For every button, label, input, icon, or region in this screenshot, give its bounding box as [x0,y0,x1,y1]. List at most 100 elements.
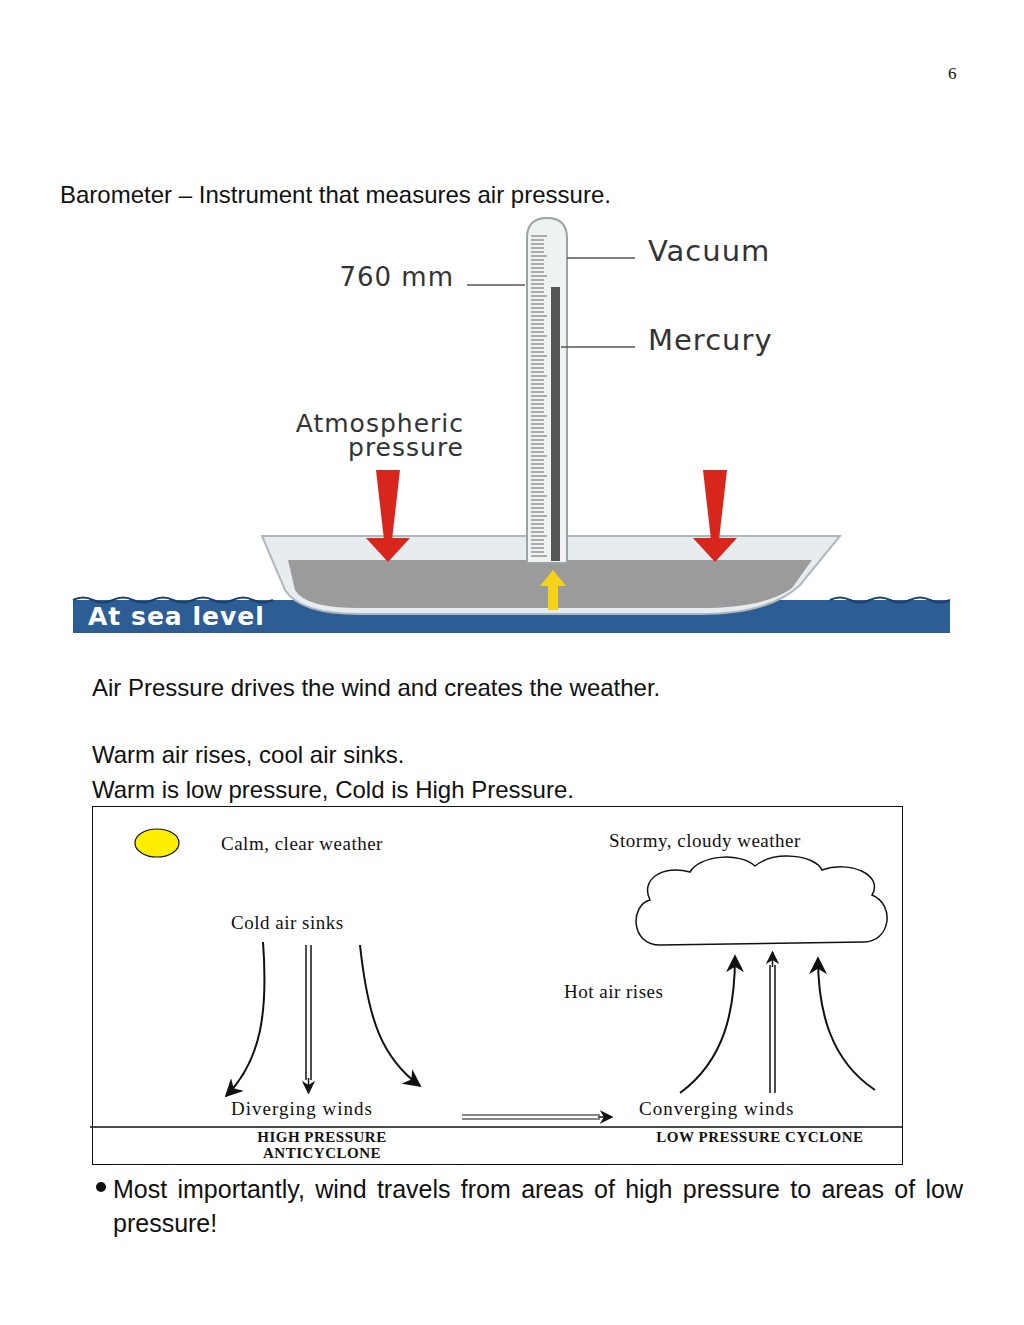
scale-tick [531,348,544,349]
rising-air-arrow [774,965,776,1093]
bullet-text: Most importantly, wind travels from area… [113,1172,963,1240]
scale-tick [531,408,544,409]
scale-tick [531,548,544,549]
scale-tick [531,520,544,521]
scale-tick [531,384,544,385]
leader-line [467,284,525,286]
scale-tick [531,332,544,333]
leader-line [561,346,635,348]
rising-air-arrow [769,965,771,1093]
scale-tick [531,464,544,465]
scale-tick [531,316,547,317]
scale-tick [531,300,544,301]
scale-tick [531,416,547,417]
scale-tick [531,288,544,289]
scale-tick [531,372,544,373]
part-label: Mercury [648,323,773,357]
ground-line [90,1126,903,1128]
scale-tick [531,328,544,329]
pressure-arrow [366,538,410,562]
scale-tick [531,368,544,369]
sea-level-label: At sea level [88,602,265,631]
scale-tick [531,452,544,453]
scale-tick [531,536,547,537]
scale-tick [531,260,544,261]
rising-air-arrow [772,952,774,967]
page-number: 6 [948,64,957,84]
system-label: HIGH PRESSURE ANTICYCLONE [211,1129,433,1161]
system-label: LOW PRESSURE CYCLONE [649,1129,871,1145]
scale-tick [531,516,547,517]
scale-tick [531,388,544,389]
scale-tick [531,528,544,529]
body-text: Warm is low pressure, Cold is High Press… [92,776,574,804]
scale-tick [531,364,544,365]
pressure-arrow [693,538,737,562]
page-heading: Barometer – Instrument that measures air… [60,181,611,209]
scale-tick [531,492,544,493]
air-motion-label: Hot air rises [564,981,663,1003]
scale-tick [531,448,544,449]
air-motion-label: Cold air sinks [231,912,344,934]
upward-arrow [548,585,558,610]
sinking-air-arrow [308,1078,310,1093]
scale-tick [531,324,544,325]
sun-symbol [135,829,179,857]
scale-tick [531,356,547,357]
scale-tick [531,240,544,241]
scale-tick [531,360,544,361]
wind-arrow [598,1116,612,1118]
body-text: Air Pressure drives the wind and creates… [92,674,660,702]
scale-tick [531,432,544,433]
scale-tick [531,412,544,413]
sinking-air-arrow [310,945,312,1080]
scale-tick [531,400,544,401]
scale-tick [531,304,544,305]
scale-tick [531,496,547,497]
scale-tick [531,504,544,505]
part-label: Vacuum [648,234,770,268]
scale-tick [531,540,544,541]
scale-tick [531,420,544,421]
sinking-air-arrow [226,942,265,1096]
scale-tick [531,392,544,393]
scale-tick [531,276,547,277]
scale-tick [531,292,544,293]
mercury-column [551,287,560,561]
body-text: Warm air rises, cool air sinks. [92,741,405,769]
scale-tick [531,476,547,477]
leader-line [567,257,635,259]
scale-tick [531,436,547,437]
scale-tick [531,256,547,257]
scale-tick [531,320,544,321]
scale-tick [531,532,544,533]
pressure-arrow [703,470,727,540]
scale-tick [531,280,544,281]
scale-tick [531,376,547,377]
scale-tick [531,380,544,381]
glass-tube [527,218,567,563]
wind-label: Converging winds [639,1098,795,1120]
diagram-frame: Calm, clear weatherStormy, cloudy weathe… [92,806,903,1165]
scale-tick [531,352,544,353]
scale-tick [531,244,544,245]
scale-tick [531,396,547,397]
scale-tick [531,336,547,337]
scale-tick [531,468,544,469]
scale-tick [531,472,544,473]
weather-label: Stormy, cloudy weather [609,830,801,852]
scale-tick [531,544,544,545]
scale-tick [531,236,547,237]
wind-label: Diverging winds [231,1098,373,1120]
scale-tick [531,344,544,345]
scale-tick [531,312,544,313]
rising-air-arrow [818,958,875,1090]
scale-tick [531,512,544,513]
scale-tick [531,308,544,309]
scale-tick [531,252,544,253]
scale-tick [531,248,544,249]
scale-ticks [531,236,547,556]
scale-tick [531,488,544,489]
scale-tick [531,552,544,553]
measurement-label: 760 mm [339,262,454,292]
